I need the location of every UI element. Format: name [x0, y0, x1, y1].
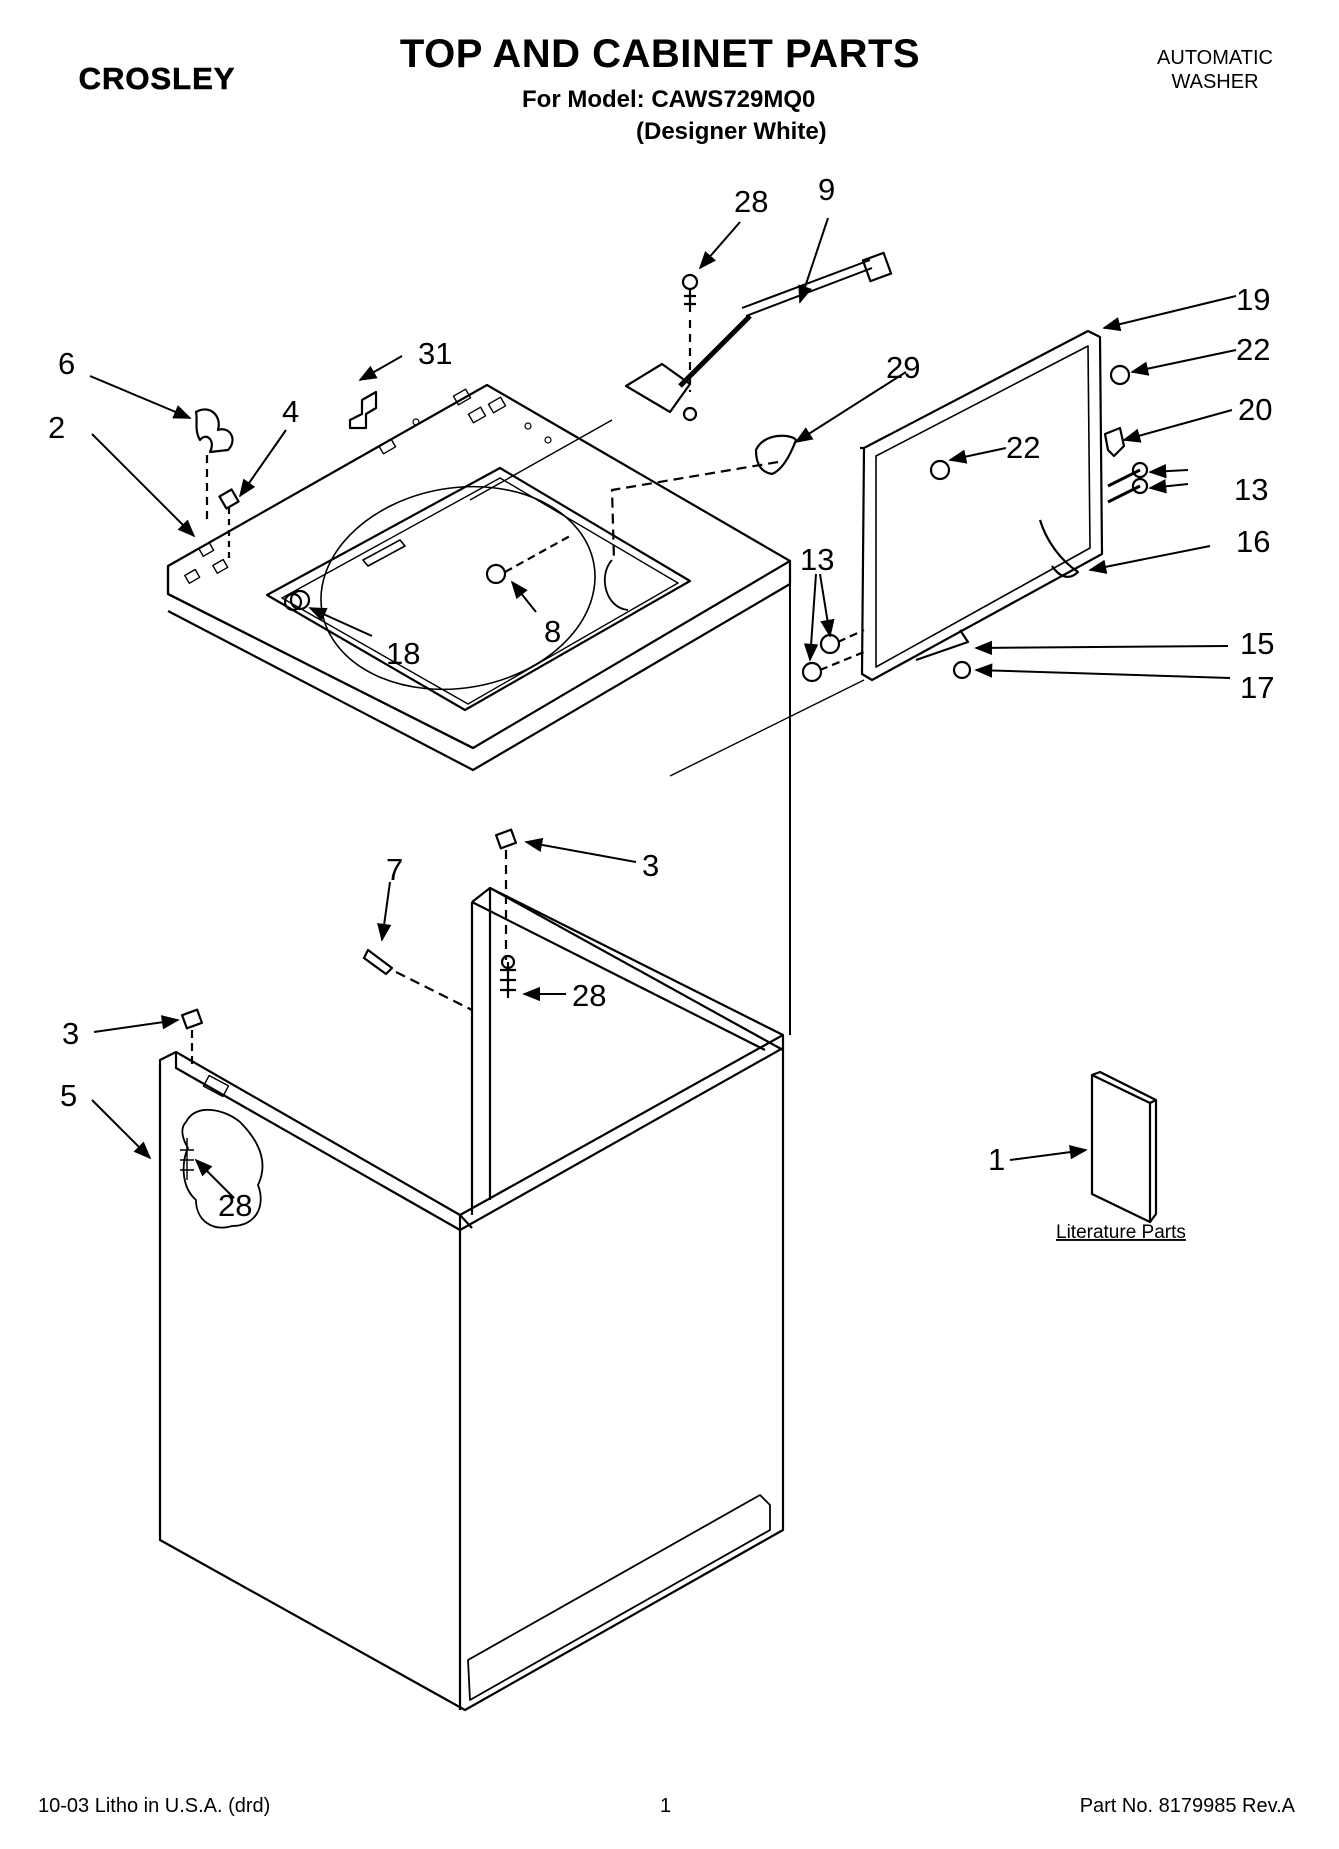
lid-bracket	[194, 408, 234, 454]
callout-13-left: 13	[800, 542, 834, 577]
callout-1: 1	[988, 1142, 1005, 1177]
callout-28-top: 28	[734, 184, 768, 219]
callout-arrows	[89, 217, 1237, 1199]
callout-labels: 6 2 4 31 28 9 29 19 22 20 22 13 16 15 17…	[48, 172, 1274, 1243]
callout-20: 20	[1238, 392, 1272, 427]
appliance-type: AUTOMATIC WASHER	[1140, 46, 1290, 94]
callout-28-mid: 28	[572, 978, 606, 1013]
spring-clip	[218, 488, 240, 510]
callout-18: 18	[386, 636, 420, 671]
callout-3-mid: 3	[642, 848, 659, 883]
plug-button	[929, 459, 951, 481]
clip	[180, 1008, 204, 1030]
screw	[681, 273, 699, 392]
model-line: For Model: CAWS729MQ0	[522, 86, 816, 113]
mounting-screw	[819, 633, 841, 655]
callout-19: 19	[1236, 282, 1270, 317]
lint-hose	[915, 629, 970, 662]
callout-16: 16	[1236, 524, 1270, 559]
callout-22-left: 22	[1006, 430, 1040, 465]
grommet	[289, 589, 311, 611]
mounting-screw	[801, 661, 823, 683]
literature-parts-label: Literature Parts	[1056, 1222, 1186, 1243]
callout-5: 5	[60, 1078, 77, 1113]
cabinet	[158, 886, 785, 1712]
callout-9: 9	[818, 172, 835, 207]
variant-line: (Designer White)	[636, 118, 827, 145]
screw	[362, 948, 394, 976]
callout-22-right: 22	[1236, 332, 1270, 367]
lid-switch	[1103, 426, 1126, 458]
wire-assembly	[1038, 519, 1080, 578]
literature-booklet	[1090, 1070, 1158, 1224]
page-title: TOP AND CABINET PARTS	[399, 32, 921, 76]
screw	[500, 962, 516, 998]
part-number: Part No. 8179985 Rev.A	[1079, 1795, 1295, 1817]
page-number: 1	[660, 1795, 672, 1817]
callout-17: 17	[1240, 670, 1274, 705]
nut	[952, 660, 972, 680]
callout-3-left: 3	[62, 1016, 79, 1051]
brand-logo: CROSLEY	[52, 61, 262, 96]
logo-text: CROSLEY	[79, 61, 236, 96]
callout-2: 2	[48, 410, 65, 445]
console-frame	[860, 329, 1104, 682]
callout-6: 6	[58, 346, 75, 381]
callout-8: 8	[544, 614, 561, 649]
wire-clip	[348, 390, 378, 430]
clip	[494, 828, 518, 850]
callout-29: 29	[886, 350, 920, 385]
callout-28-cutaway: 28	[218, 1188, 252, 1223]
callout-31: 31	[418, 336, 452, 371]
plug-button	[1109, 364, 1131, 386]
callout-4: 4	[282, 394, 299, 429]
appliance-line-1: AUTOMATIC	[1157, 47, 1273, 69]
callout-13-right: 13	[1234, 472, 1268, 507]
knob	[754, 434, 798, 476]
callout-7: 7	[386, 852, 403, 887]
wire-harness	[624, 251, 893, 422]
callout-15: 15	[1240, 626, 1274, 661]
tub-ring-screw	[485, 535, 571, 585]
washer-top-panel	[166, 383, 792, 772]
appliance-line-2: WASHER	[1171, 71, 1259, 93]
print-info: 10-03 Litho in U.S.A. (drd)	[38, 1795, 271, 1817]
